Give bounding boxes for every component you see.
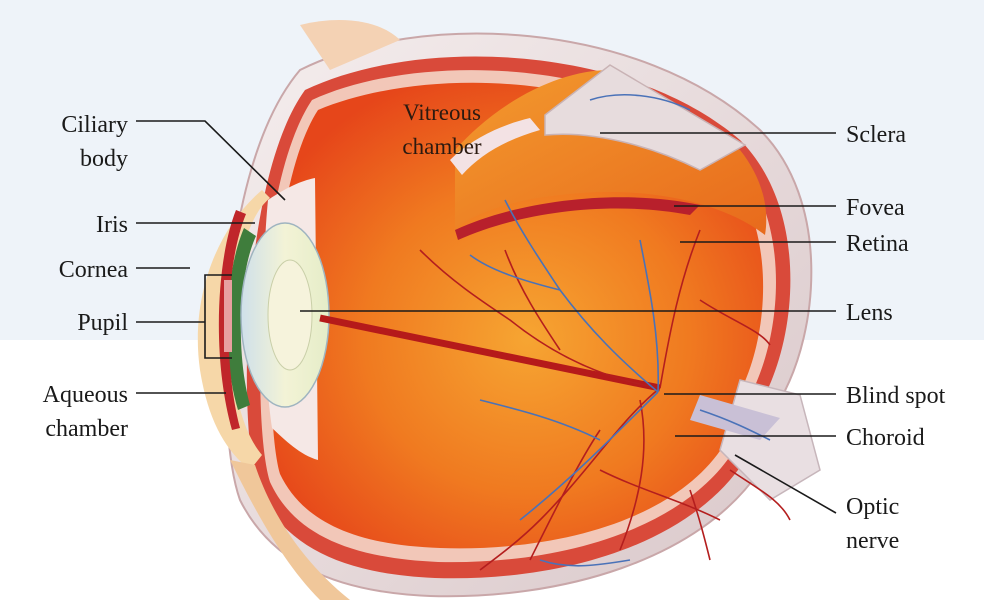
label-ciliary-body-2: body: [80, 146, 128, 172]
lens-nucleus: [268, 260, 312, 370]
label-optic-nerve-2: nerve: [846, 528, 899, 554]
label-blind-spot: Blind spot: [846, 383, 946, 409]
label-aqueous-chamber-1: Aqueous: [43, 382, 128, 408]
label-retina: Retina: [846, 231, 909, 257]
label-lens: Lens: [846, 300, 893, 326]
label-ciliary-body-1: Ciliary: [61, 112, 128, 138]
label-choroid: Choroid: [846, 425, 925, 451]
label-cornea: Cornea: [59, 257, 129, 283]
label-optic-nerve-1: Optic: [846, 494, 899, 520]
label-vitreous-chamber-1: Vitreous: [403, 100, 481, 125]
label-pupil: Pupil: [77, 310, 128, 336]
pupil: [224, 280, 232, 352]
label-fovea: Fovea: [846, 195, 905, 221]
label-aqueous-chamber-2: chamber: [45, 416, 128, 442]
label-iris: Iris: [96, 212, 128, 238]
label-vitreous-chamber-2: chamber: [402, 134, 482, 159]
label-sclera: Sclera: [846, 122, 906, 148]
